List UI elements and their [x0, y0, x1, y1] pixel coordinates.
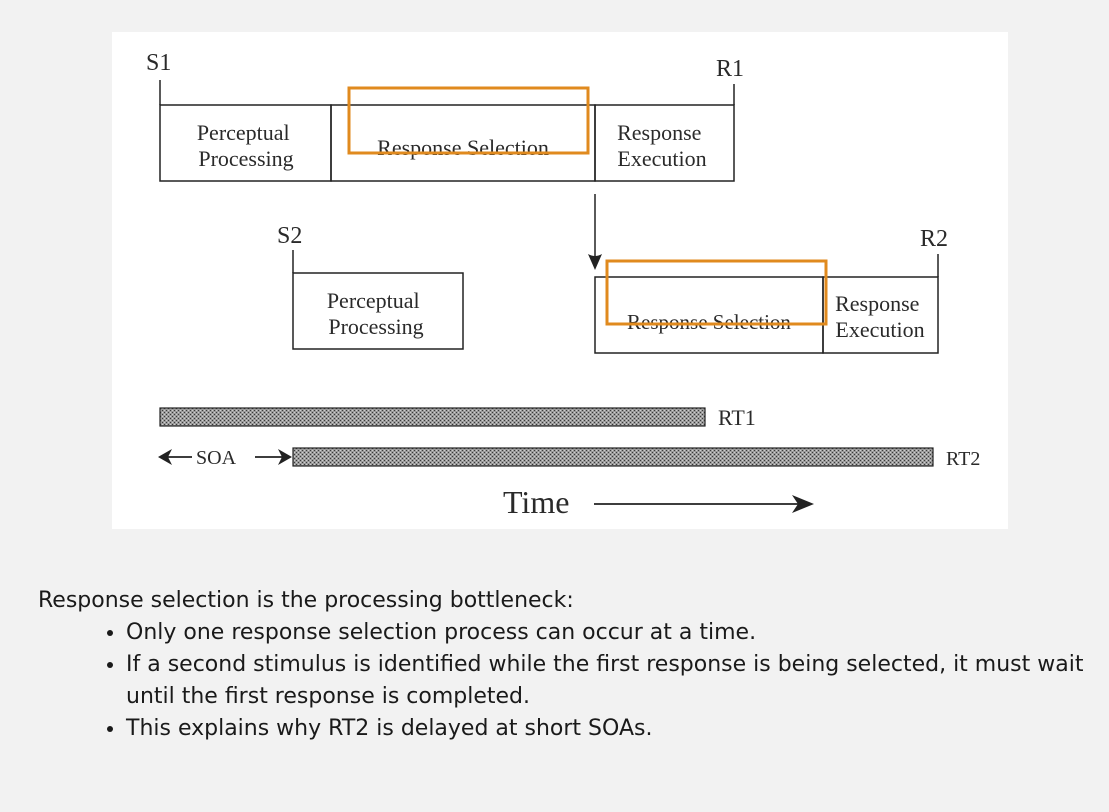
task2-execution-box [822, 276, 939, 354]
caption-bullet: Only one response selection process can … [126, 617, 1098, 649]
task2-selection-label: Response Selection [627, 310, 791, 334]
soa-left-arrowhead [158, 449, 172, 465]
task1-selection-label: Response Selection [377, 135, 549, 160]
soa-right-arrowhead [278, 449, 292, 465]
task1-selection-highlight [347, 86, 590, 155]
task2-execution-label: Response Execution [835, 291, 925, 342]
task2-perceptual-line1: Perceptual [327, 288, 420, 313]
bottleneck-diagram: S1 R1 Perceptual Processing Response Sel… [112, 32, 1008, 529]
caption-bullet-list: Only one response selection process can … [38, 617, 1098, 745]
task2-selection-highlight [605, 259, 828, 326]
task1-execution-label: Response Execution [617, 120, 707, 171]
task1-perceptual-line1: Perceptual [197, 120, 290, 145]
caption-bullet: If a second stimulus is identified while… [126, 649, 1098, 713]
task2-execution-line2: Execution [835, 317, 924, 342]
r2-label: R2 [920, 226, 948, 252]
bottleneck-arrowhead [588, 254, 602, 270]
task2-execution-line1: Response [835, 291, 919, 316]
rt2-label: RT2 [946, 448, 980, 470]
time-label: Time [503, 484, 569, 520]
caption: Response selection is the processing bot… [38, 585, 1098, 745]
s2-label: S2 [277, 223, 302, 249]
rt2-bar [292, 447, 934, 467]
r1-label: R1 [716, 56, 744, 82]
rt1-label: RT1 [718, 405, 756, 430]
soa-label: SOA [196, 447, 237, 469]
task1-execution-line1: Response [617, 120, 701, 145]
task1-perceptual-line2: Processing [198, 146, 293, 171]
caption-intro: Response selection is the processing bot… [38, 588, 574, 613]
task1-stage-row: Perceptual Processing Response Selection… [159, 104, 735, 182]
task1-perceptual-label: Perceptual Processing [197, 120, 295, 171]
caption-bullet: This explains why RT2 is delayed at shor… [126, 713, 1098, 745]
time-arrowhead [792, 495, 814, 513]
task1-execution-line2: Execution [617, 146, 706, 171]
task2-perceptual-line2: Processing [328, 314, 423, 339]
task1-execution-box [594, 104, 735, 182]
rt1-bar [159, 407, 706, 427]
task2-perceptual-label: Perceptual Processing [327, 288, 425, 339]
diagram-canvas: S1 R1 Perceptual Processing Response Sel… [146, 50, 980, 520]
s1-label: S1 [146, 50, 171, 76]
task2-perceptual-box [292, 272, 464, 350]
